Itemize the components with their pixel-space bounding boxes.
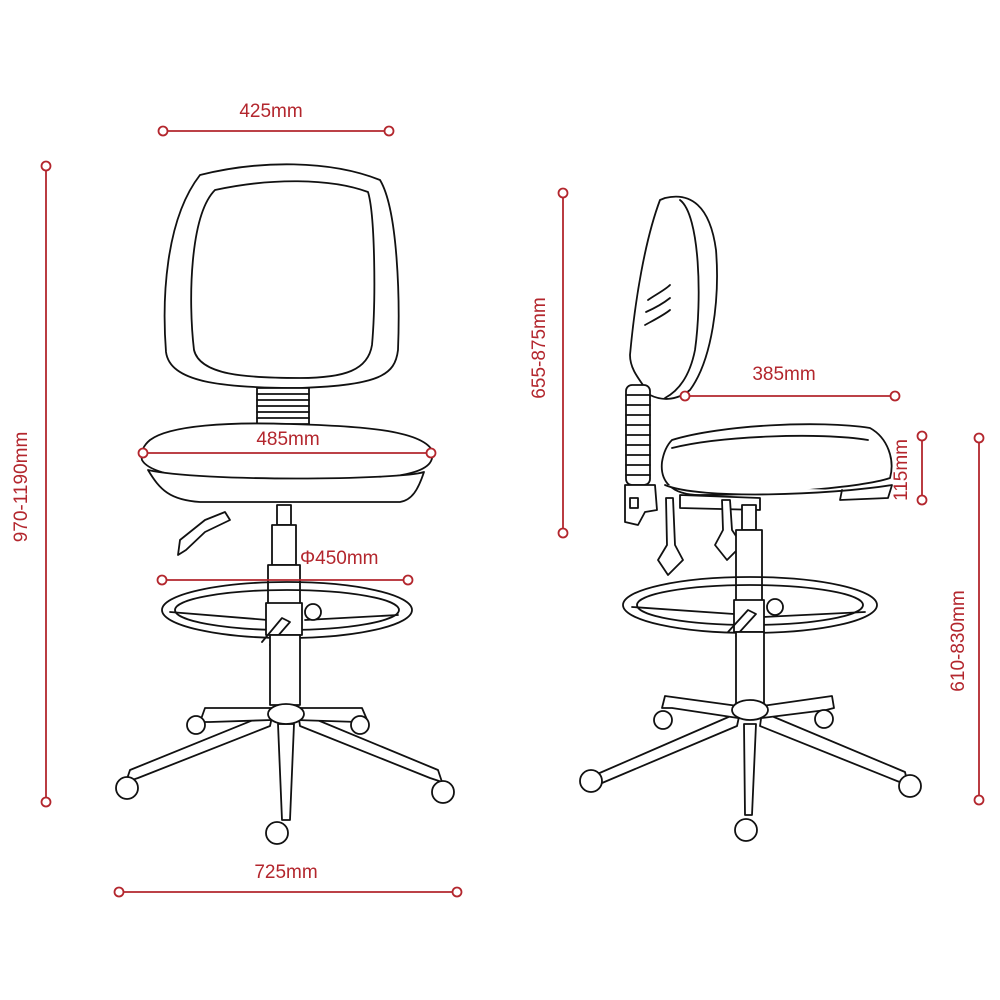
side-view-chair — [579, 195, 922, 842]
dim-base-width: 725mm — [113, 862, 463, 898]
label-seat-depth: 385mm — [752, 364, 815, 385]
dim-seat-width: 485mm — [137, 429, 437, 459]
front-gaslift-mid — [271, 524, 297, 566]
side-bracket — [624, 484, 658, 526]
dim-seat-depth: 385mm — [679, 364, 901, 402]
caster — [431, 780, 455, 804]
side-seat — [660, 423, 893, 496]
caster — [814, 709, 834, 729]
caster — [350, 715, 370, 735]
caster — [186, 715, 206, 735]
front-base — [115, 703, 455, 845]
dim-backrest-width: 425mm — [157, 101, 395, 137]
caster — [898, 774, 922, 798]
side-column — [735, 631, 765, 705]
front-lever — [177, 511, 231, 556]
front-column — [269, 634, 301, 706]
front-backrest-inner — [190, 180, 376, 379]
caster — [653, 710, 673, 730]
side-backrest — [629, 195, 718, 400]
front-gaslift-body — [267, 564, 301, 606]
label-seat-width: 485mm — [256, 429, 319, 450]
front-view-chair — [115, 163, 455, 845]
side-base — [579, 695, 922, 842]
front-seat-shell — [147, 469, 425, 503]
front-backrest — [163, 163, 400, 389]
side-gaslift-body — [735, 529, 763, 606]
caster — [734, 818, 758, 842]
caster — [115, 776, 139, 800]
dim-overall-height: 970-1190mm — [11, 160, 52, 808]
label-footring-diameter: Φ450mm — [300, 548, 379, 569]
caster — [265, 821, 289, 845]
side-seat-shell — [664, 484, 893, 511]
side-spring — [625, 384, 651, 486]
label-backrest-height: 655-875mm — [529, 297, 550, 398]
dim-backrest-height: 655-875mm — [529, 187, 569, 539]
dim-footring-diameter: Φ450mm — [156, 548, 414, 586]
label-base-width: 725mm — [254, 862, 317, 883]
front-gaslift-top — [276, 504, 292, 526]
dim-seat-height: 610-830mm — [948, 432, 985, 806]
dim-seat-thickness: 115mm — [891, 430, 928, 506]
caster — [579, 769, 603, 793]
label-overall-height: 970-1190mm — [11, 432, 32, 543]
label-backrest-width: 425mm — [239, 101, 302, 122]
side-gaslift-top — [741, 504, 757, 531]
label-seat-thickness: 115mm — [891, 439, 912, 501]
side-lever-1 — [657, 497, 684, 576]
side-footring-collar — [733, 599, 765, 633]
label-seat-height: 610-830mm — [948, 590, 969, 691]
